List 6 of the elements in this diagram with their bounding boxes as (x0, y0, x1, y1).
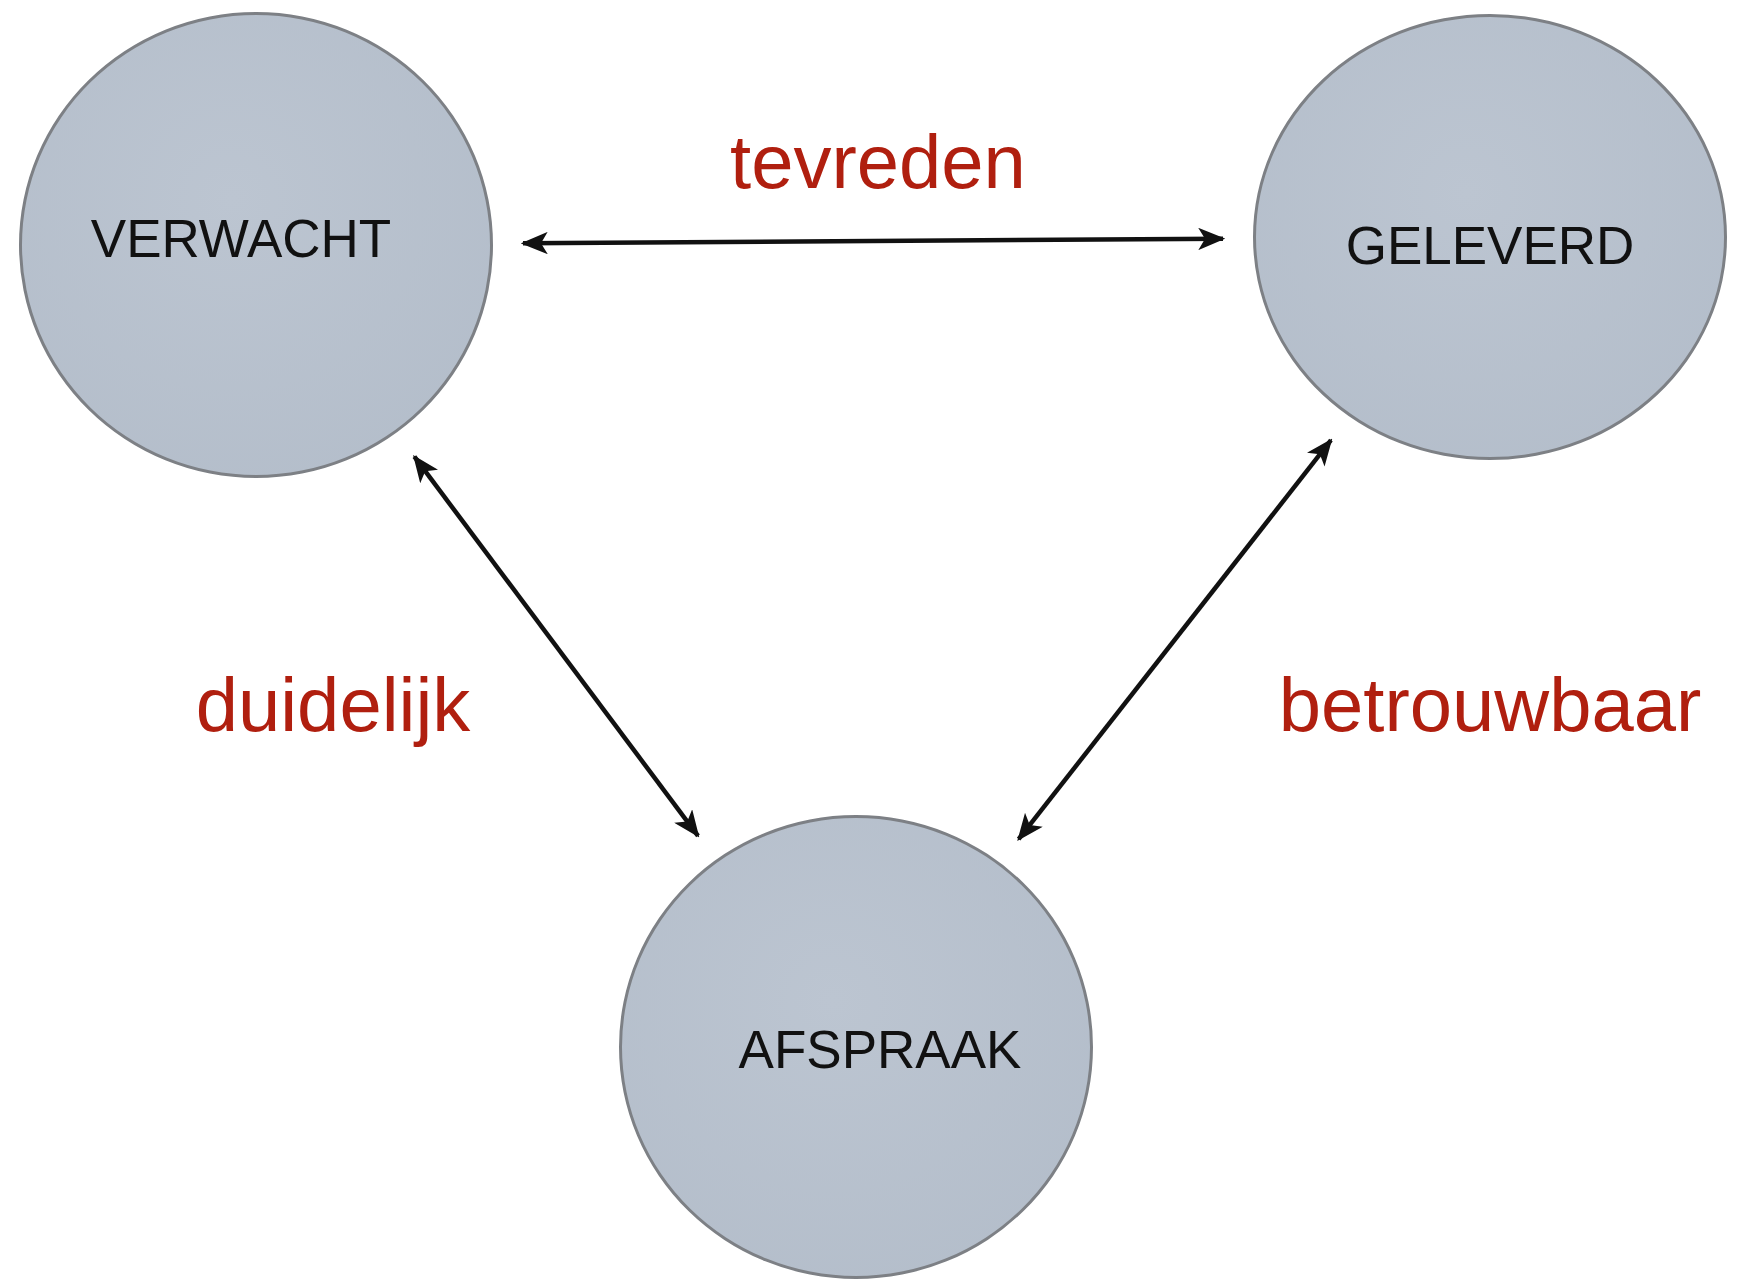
node-label: AFSPRAAK (738, 1018, 1022, 1080)
double-arrow (520, 227, 1226, 255)
node-label: GELEVERD (1345, 214, 1635, 276)
double-arrow (412, 454, 700, 838)
double-arrow (1016, 438, 1333, 841)
node-label: VERWACHT (90, 207, 392, 269)
